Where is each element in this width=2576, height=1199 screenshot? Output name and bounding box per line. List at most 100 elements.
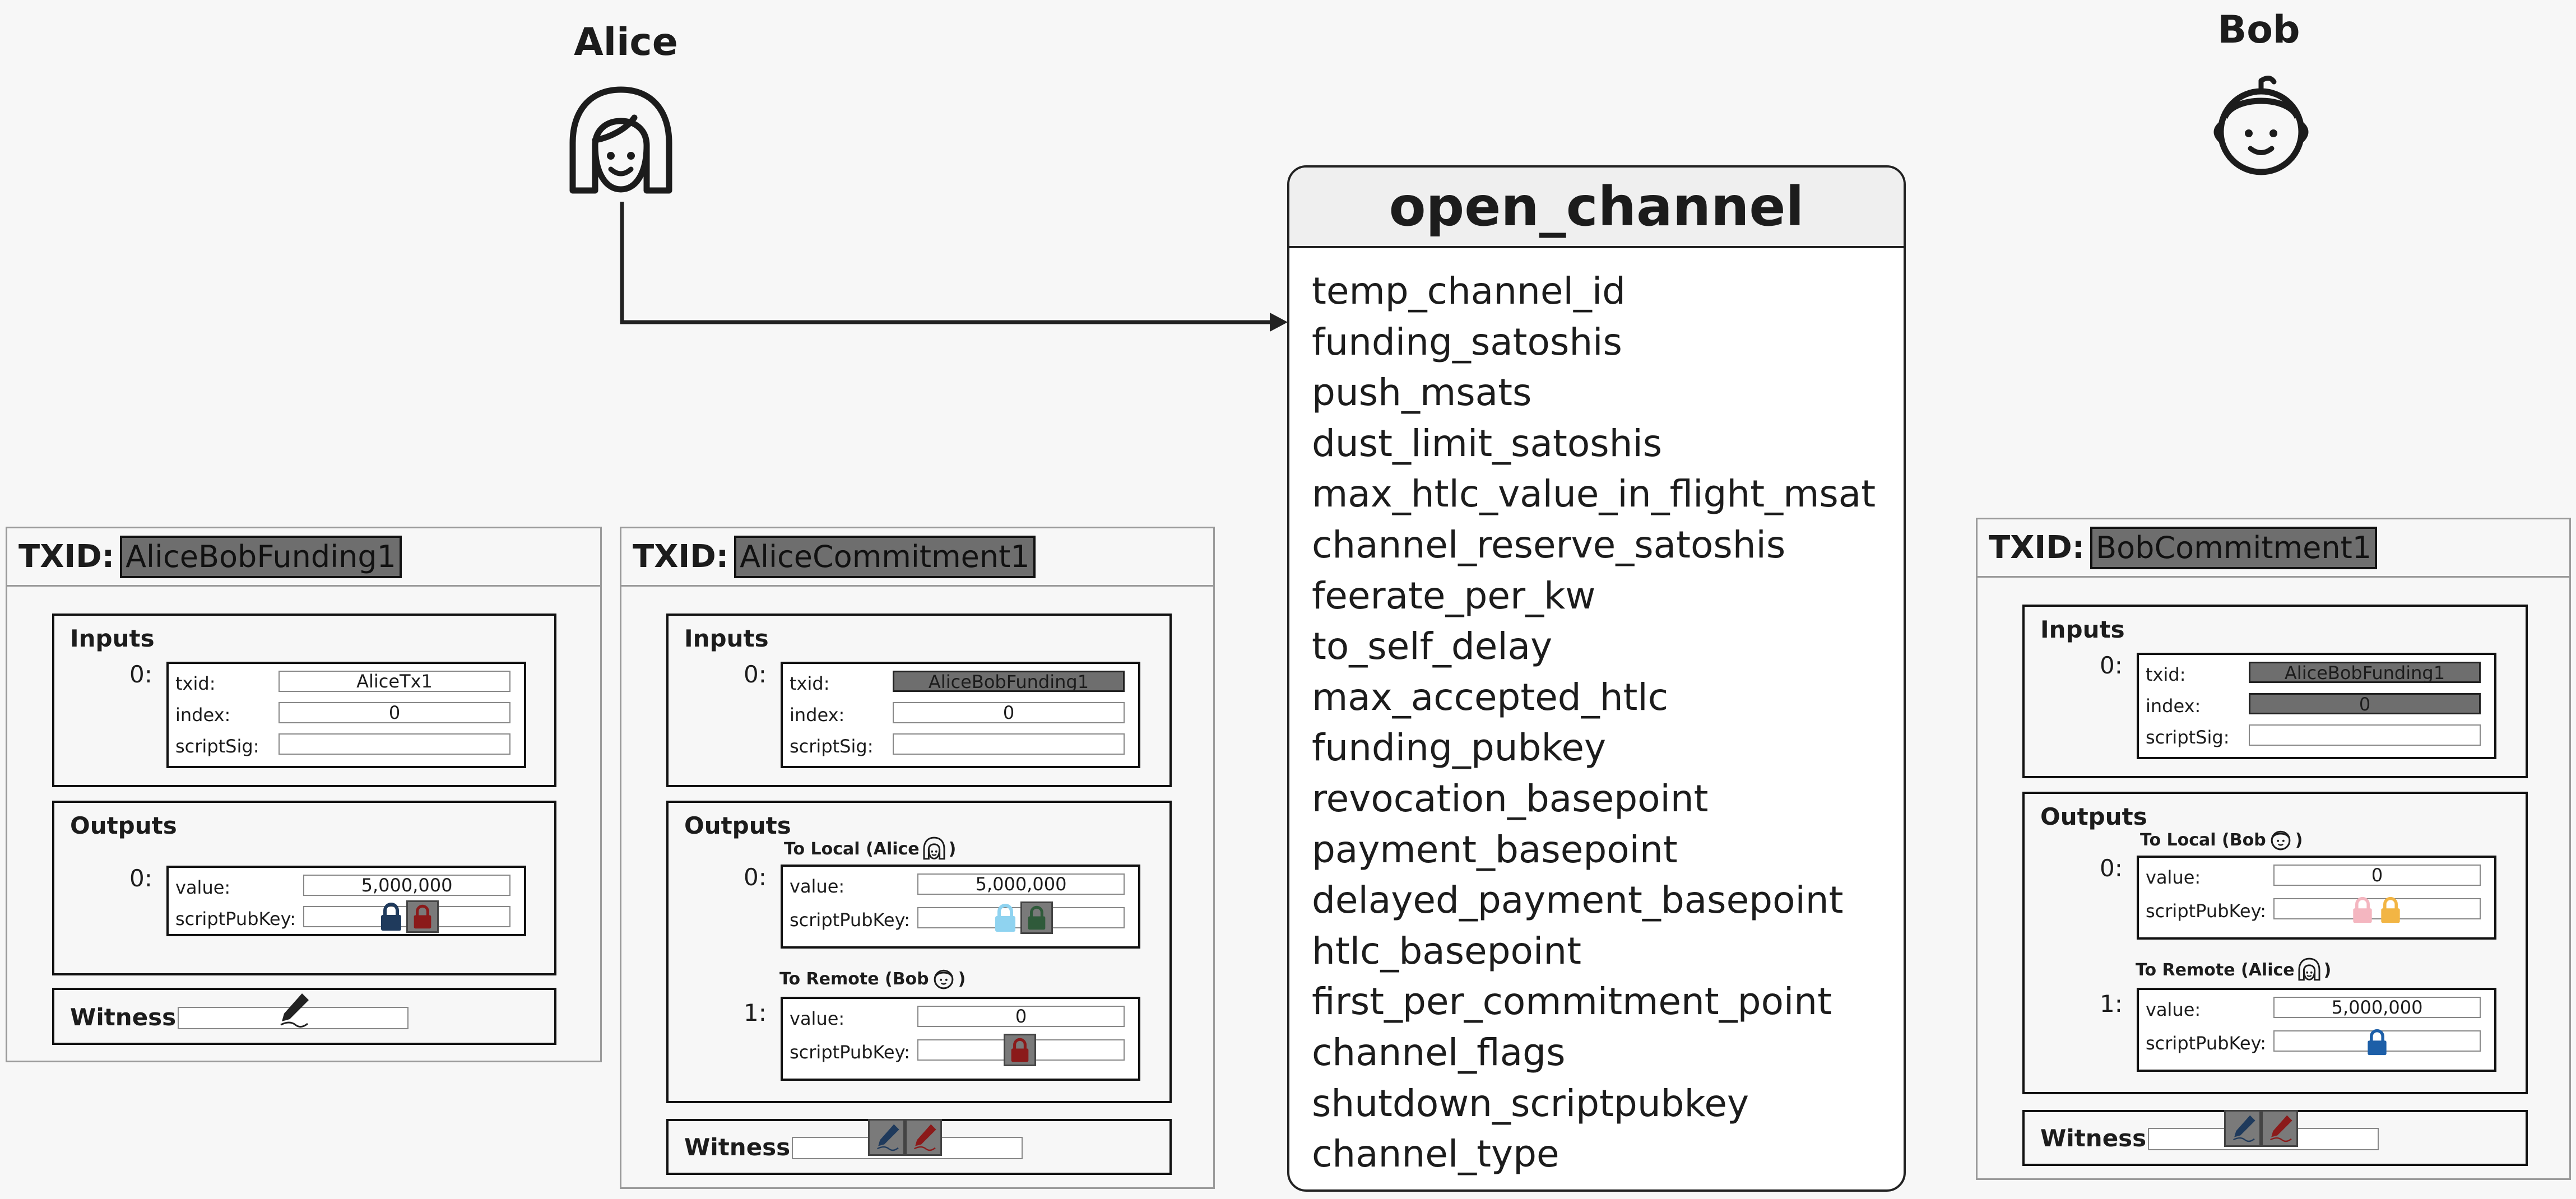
message-field: funding_satoshis xyxy=(1312,320,1622,364)
message-field: payment_basepoint xyxy=(1312,828,1678,871)
lock-icon xyxy=(381,903,401,931)
lock-icon xyxy=(1028,905,1046,930)
lock-icon xyxy=(2381,896,2400,923)
pen-signature-icon xyxy=(280,993,309,1028)
inputs-section: Inputs 0: txid: AliceTx1 index: 0 script… xyxy=(52,614,556,787)
message-field: channel_flags xyxy=(1312,1030,1566,1074)
to-local-label-end: ) xyxy=(2295,830,2303,850)
lock-icon xyxy=(2368,1029,2387,1056)
input-record: txid: AliceBobFunding1 index: 0 scriptSi… xyxy=(2137,653,2496,759)
to-remote-label-end: ) xyxy=(958,969,966,989)
witness-signatures xyxy=(2224,1110,2298,1147)
value-field-label: value: xyxy=(2146,999,2201,1020)
inputs-section: Inputs 0: txid: AliceBobFunding1 index: … xyxy=(2022,605,2528,778)
scriptpubkey-field-label: scriptPubKey: xyxy=(2146,1033,2266,1054)
to-local-label-end: ) xyxy=(948,839,957,859)
scriptsig-field-label: scriptSig: xyxy=(790,736,874,757)
output-index: 1: xyxy=(2100,990,2123,1017)
txid-field-label: txid: xyxy=(2146,664,2186,685)
message-field: delayed_payment_basepoint xyxy=(1312,879,1844,922)
output-value: 5,000,000 xyxy=(917,873,1125,895)
tx-header: TXID: AliceBobFunding1 xyxy=(7,528,600,587)
output-record-local: value: 0 scriptPubKey: xyxy=(2137,856,2496,940)
output-value: 0 xyxy=(917,1006,1125,1027)
message-field: shutdown_scriptpubkey xyxy=(1312,1081,1749,1125)
bob-avatar-icon xyxy=(2271,830,2291,851)
to-local-title: To Local (Bob ) xyxy=(2140,828,2303,852)
message-field: dust_limit_satoshis xyxy=(1312,421,1663,465)
arrow-head-icon xyxy=(1270,313,1288,332)
lock-icon xyxy=(995,904,1015,932)
scriptpubkey-field-label: scriptPubKey: xyxy=(175,908,296,930)
output-value: 0 xyxy=(2273,865,2481,886)
input-txid: AliceTx1 xyxy=(279,671,510,692)
output-index: 0: xyxy=(129,865,152,892)
lock-icon xyxy=(1011,1038,1029,1062)
index-field-label: index: xyxy=(175,704,231,726)
to-remote-title: To Remote (Alice ) xyxy=(2136,958,2331,982)
tx-header: TXID: AliceCommitment1 xyxy=(621,528,1213,587)
input-scriptsig xyxy=(2249,724,2481,746)
lock-icon xyxy=(2353,896,2372,923)
alice-commitment-transaction: TXID: AliceCommitment1 Inputs 0: txid: A… xyxy=(620,527,1215,1189)
input-index-value: 0 xyxy=(279,702,510,723)
alice-avatar-icon xyxy=(2298,958,2320,981)
input-index: 0: xyxy=(129,661,152,688)
input-index-value: 0 xyxy=(2249,693,2481,714)
alice-avatar-icon xyxy=(569,86,672,194)
alice-name: Alice xyxy=(574,20,678,64)
output-value: 5,000,000 xyxy=(2273,997,2481,1018)
input-scriptsig xyxy=(893,733,1125,755)
witness-title: Witness xyxy=(70,1003,177,1031)
lock-icon xyxy=(414,904,431,929)
witness-title: Witness xyxy=(2040,1124,2147,1152)
alice-avatar-icon xyxy=(923,836,945,860)
input-record: txid: AliceTx1 index: 0 scriptSig: xyxy=(166,662,526,768)
bob-name: Bob xyxy=(2217,8,2300,52)
inputs-title: Inputs xyxy=(684,625,769,652)
message-field: channel_reserve_satoshis xyxy=(1312,523,1786,566)
txid-label: TXID: xyxy=(18,538,115,575)
bob-avatar-icon xyxy=(2213,76,2309,175)
witness-signatures xyxy=(868,1119,942,1156)
index-field-label: index: xyxy=(2146,695,2201,717)
message-title: open_channel xyxy=(1289,168,1904,248)
to-remote-label: To Remote (Alice xyxy=(2136,960,2295,980)
witness-section: Witness xyxy=(52,988,556,1045)
message-arrow xyxy=(620,202,1288,332)
message-field: to_self_delay xyxy=(1312,625,1553,668)
message-field: max_htlc_value_in_flight_msat xyxy=(1312,472,1876,516)
outputs-section: Outputs 0: value: 5,000,000 scriptPubKey… xyxy=(52,801,556,975)
txid-value: AliceCommitment1 xyxy=(734,535,1036,578)
witness-section: Witness xyxy=(666,1119,1172,1175)
message-fields: temp_channel_id funding_satoshis push_ms… xyxy=(1289,248,1904,1180)
txid-field-label: txid: xyxy=(175,673,216,694)
scriptsig-field-label: scriptSig: xyxy=(175,736,259,757)
input-txid: AliceBobFunding1 xyxy=(2249,662,2481,683)
pen-signature-icon xyxy=(2233,1115,2255,1142)
pen-signature-icon xyxy=(914,1124,936,1151)
message-field: htlc_basepoint xyxy=(1312,929,1581,973)
message-field: temp_channel_id xyxy=(1312,269,1626,313)
message-field: first_per_commitment_point xyxy=(1312,980,1832,1024)
message-field: channel_type xyxy=(1312,1132,1559,1176)
message-field: push_msats xyxy=(1312,371,1532,415)
scriptsig-field-label: scriptSig: xyxy=(2146,727,2230,748)
to-remote-label: To Remote (Bob xyxy=(779,969,929,989)
to-remote-title: To Remote (Bob ) xyxy=(779,966,966,991)
witness-title: Witness xyxy=(684,1133,791,1161)
output-index: 0: xyxy=(744,863,767,891)
outputs-title: Outputs xyxy=(684,812,791,839)
output-scriptpubkey xyxy=(917,1034,1125,1066)
scriptpubkey-field-label: scriptPubKey: xyxy=(790,1042,910,1063)
pen-signature-icon xyxy=(877,1124,899,1151)
input-index: 0: xyxy=(2100,652,2123,679)
to-remote-label-end: ) xyxy=(2323,960,2332,980)
value-field-label: value: xyxy=(175,877,231,898)
value-field-label: value: xyxy=(790,876,845,897)
tx-header: TXID: BobCommitment1 xyxy=(1978,519,2569,578)
scriptpubkey-field-label: scriptPubKey: xyxy=(790,909,910,931)
input-txid: AliceBobFunding1 xyxy=(893,671,1125,692)
inputs-title: Inputs xyxy=(2040,616,2125,643)
to-local-label: To Local (Bob xyxy=(2140,830,2266,850)
